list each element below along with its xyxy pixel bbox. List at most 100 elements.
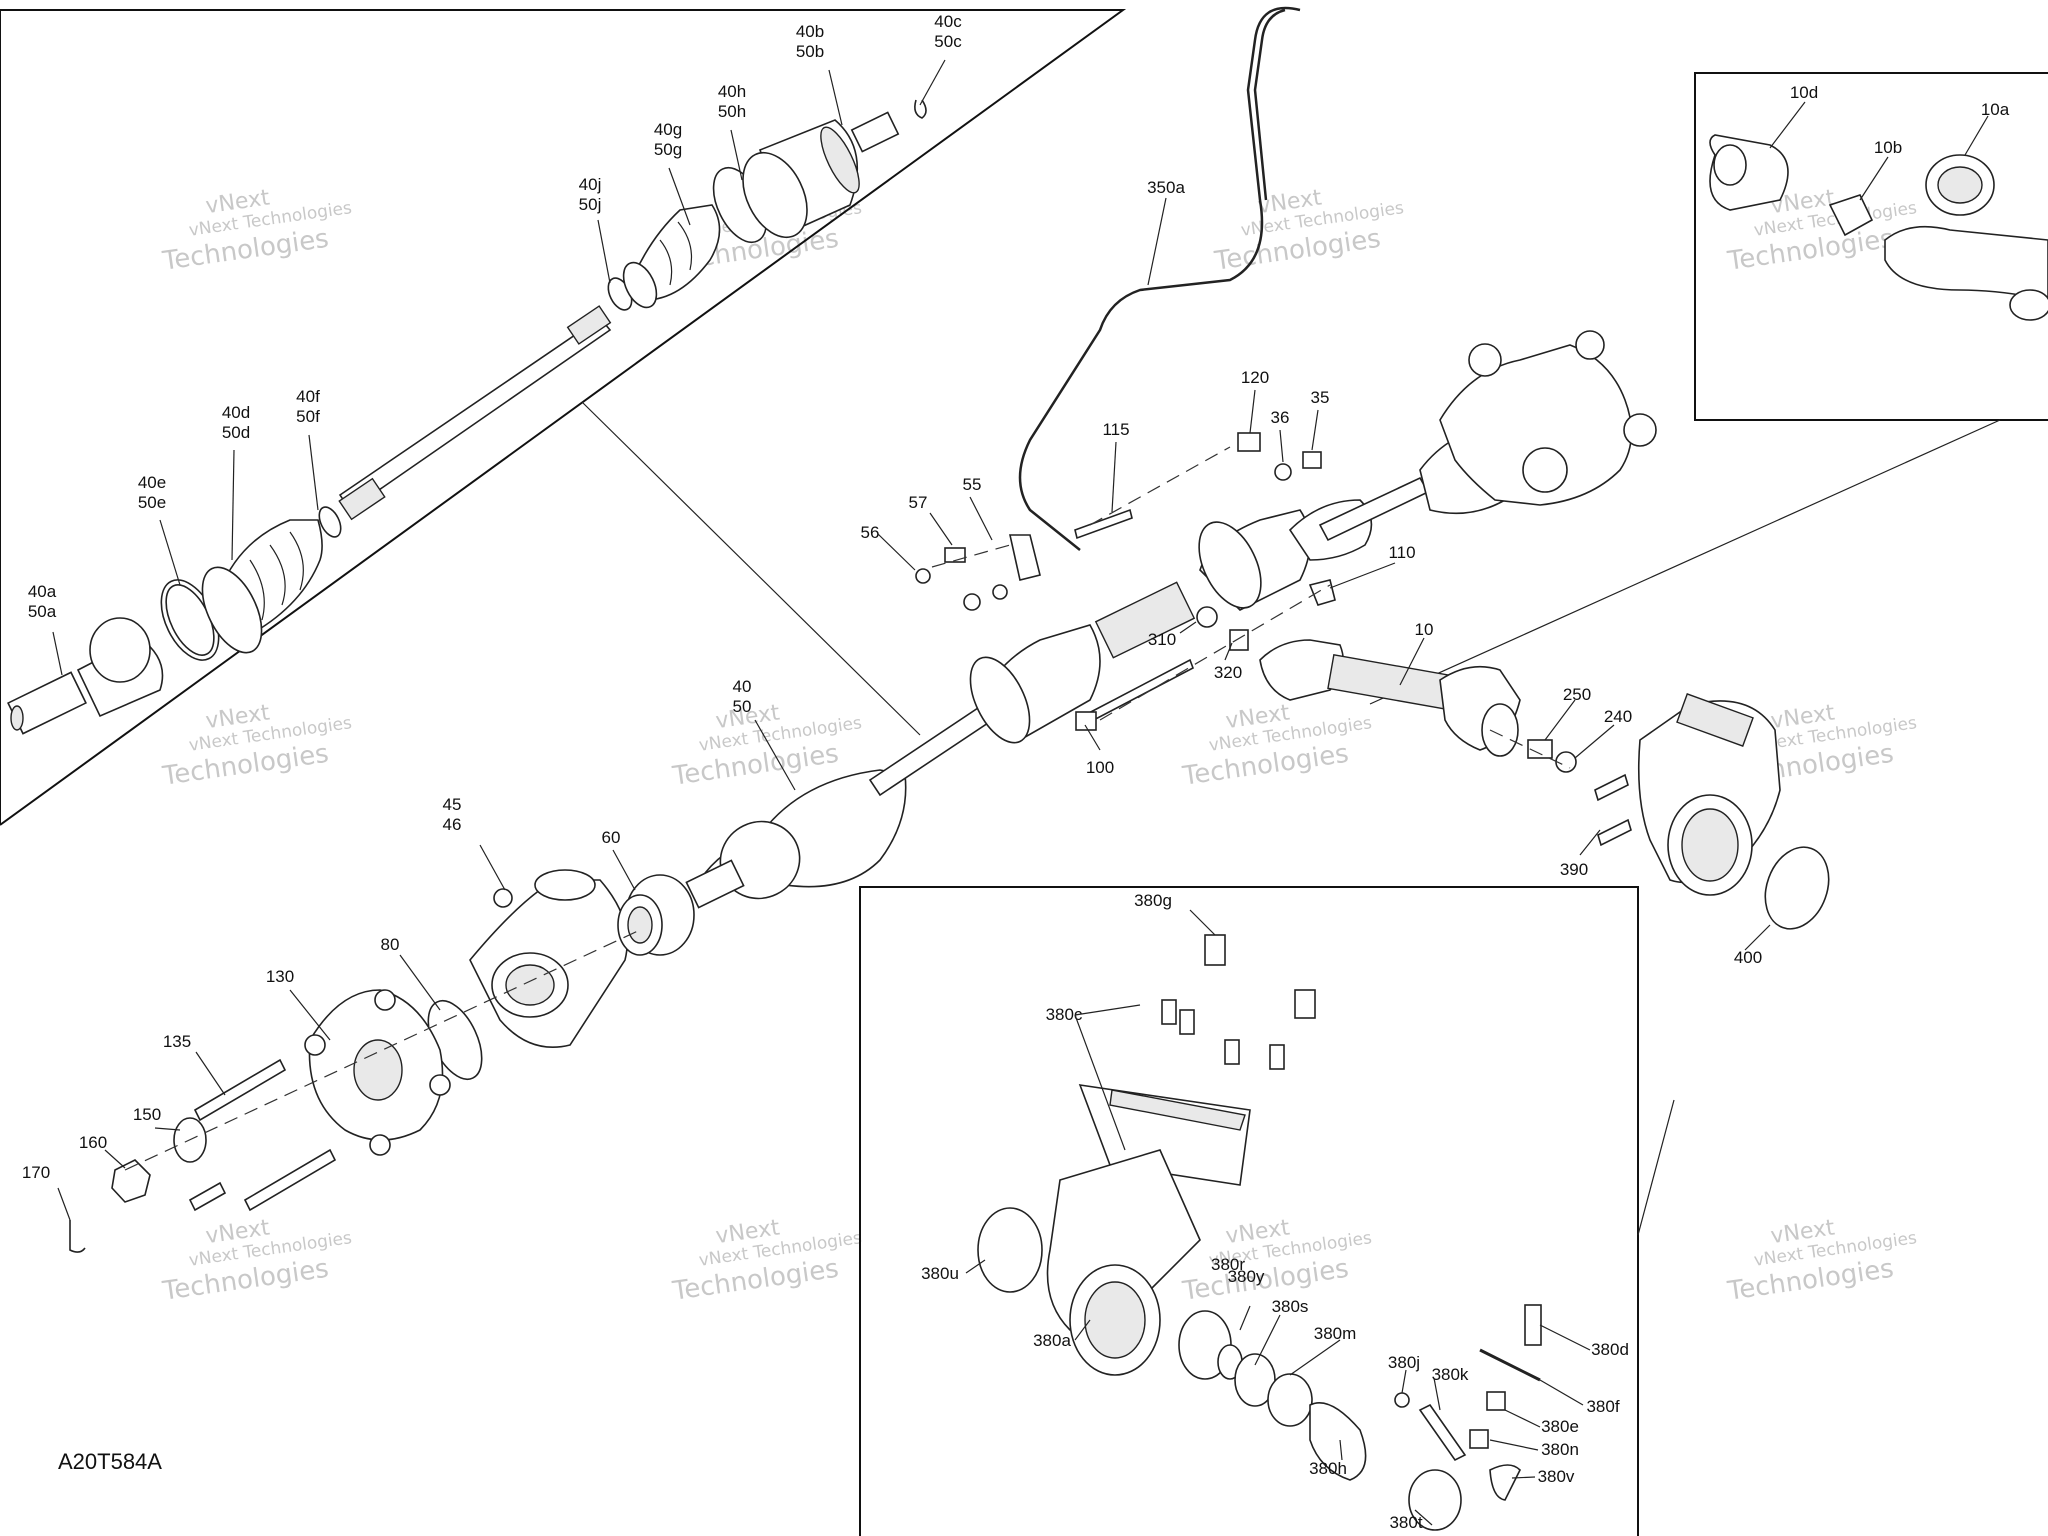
driveshaft-inset	[7, 99, 927, 735]
callout-240: 240	[1604, 707, 1632, 726]
ujoint-inset	[1709, 134, 2048, 321]
cotter-pin-170	[69, 1220, 86, 1253]
callout-380c: 380c	[1046, 1005, 1083, 1024]
callout-380k: 380k	[1432, 1365, 1469, 1384]
item-110	[1308, 579, 1336, 606]
item-380j	[1394, 1392, 1410, 1408]
item-36	[1274, 463, 1292, 481]
bolt-100	[1084, 658, 1194, 725]
callout-390: 390	[1560, 860, 1588, 879]
callout-380h: 380h	[1309, 1459, 1347, 1478]
callout-380d: 380d	[1591, 1340, 1629, 1359]
boot-40d	[201, 519, 323, 654]
callout-100: 100	[1086, 758, 1114, 777]
knuckle-45	[469, 869, 628, 1048]
callout-170: 170	[22, 1163, 50, 1182]
seal-380m	[1267, 1373, 1313, 1427]
callout-130: 130	[266, 967, 294, 986]
sensor-380d	[1524, 1304, 1542, 1346]
callout-120: 120	[1241, 368, 1269, 387]
bolt-390-b	[1597, 818, 1632, 847]
callout-380s: 380s	[1272, 1297, 1309, 1316]
callout-380u: 380u	[921, 1264, 959, 1283]
callout-60: 60	[602, 828, 621, 847]
bolt-390-a	[1594, 773, 1629, 802]
inner-joint-40b	[742, 111, 900, 239]
propeller-shaft-10	[1259, 639, 1521, 757]
callout-10d: 10d	[1790, 83, 1818, 102]
bracket-55	[1009, 534, 1041, 581]
axle-shaft	[338, 305, 612, 521]
drawing-code: A20T584A	[58, 1449, 162, 1474]
callout-380n: 380n	[1541, 1440, 1579, 1459]
callout-380g: 380g	[1134, 891, 1172, 910]
callout-380t: 380t	[1389, 1513, 1422, 1532]
bolt-115	[1074, 508, 1133, 540]
callout-380y: 380y	[1228, 1267, 1265, 1286]
bearing-60	[617, 874, 695, 956]
callout-320: 320	[1214, 663, 1242, 682]
hub-130	[304, 989, 451, 1156]
circlip-40c	[914, 99, 927, 119]
callout-55: 55	[963, 475, 982, 494]
steering-knuckle-upper	[1439, 330, 1657, 506]
callout-380v: 380v	[1538, 1467, 1575, 1486]
callout-35: 35	[1311, 388, 1330, 407]
spring-380f	[1479, 1348, 1541, 1382]
wheel-studs-135	[188, 1058, 337, 1212]
gearcase-inset	[977, 934, 1542, 1531]
callout-36: 36	[1271, 408, 1290, 427]
callout-115: 115	[1102, 420, 1129, 439]
callout-160: 160	[79, 1133, 107, 1152]
callout-56: 56	[861, 523, 880, 542]
gear-housing	[1637, 693, 1830, 930]
assembly-center-lines	[124, 446, 1571, 1171]
leader-lines	[52, 59, 1989, 1526]
callout-310: 310	[1148, 630, 1176, 649]
washer-240	[1555, 751, 1577, 773]
callout-80: 80	[381, 935, 400, 954]
callout-10a: 10a	[1981, 100, 2010, 119]
callout-350a: 350a	[1147, 178, 1185, 197]
callout-380f: 380f	[1586, 1397, 1619, 1416]
pin-380k	[1418, 1403, 1467, 1462]
callout-110: 110	[1388, 543, 1415, 562]
callout-380m: 380m	[1314, 1324, 1357, 1343]
item-120	[1237, 432, 1261, 452]
item-380e	[1486, 1391, 1506, 1411]
item-35	[1302, 451, 1322, 469]
callout-380e: 380e	[1541, 1417, 1579, 1436]
washer-56	[915, 568, 931, 584]
bolt-380g	[1204, 934, 1226, 966]
callout-10b: 10b	[1874, 138, 1902, 157]
callout-150: 150	[133, 1105, 161, 1124]
callout-380r: 380r	[1211, 1255, 1245, 1274]
outer-joint-40a	[7, 617, 164, 735]
bolt-320	[1229, 629, 1249, 651]
small-hardware	[915, 432, 1632, 847]
inset-frames	[0, 9, 2048, 1536]
fork-380v	[1489, 1464, 1521, 1501]
ring-40f	[318, 506, 342, 538]
callout-57: 57	[909, 493, 928, 512]
shaft-380h	[1309, 1401, 1367, 1481]
callout-10: 10	[1415, 620, 1434, 639]
